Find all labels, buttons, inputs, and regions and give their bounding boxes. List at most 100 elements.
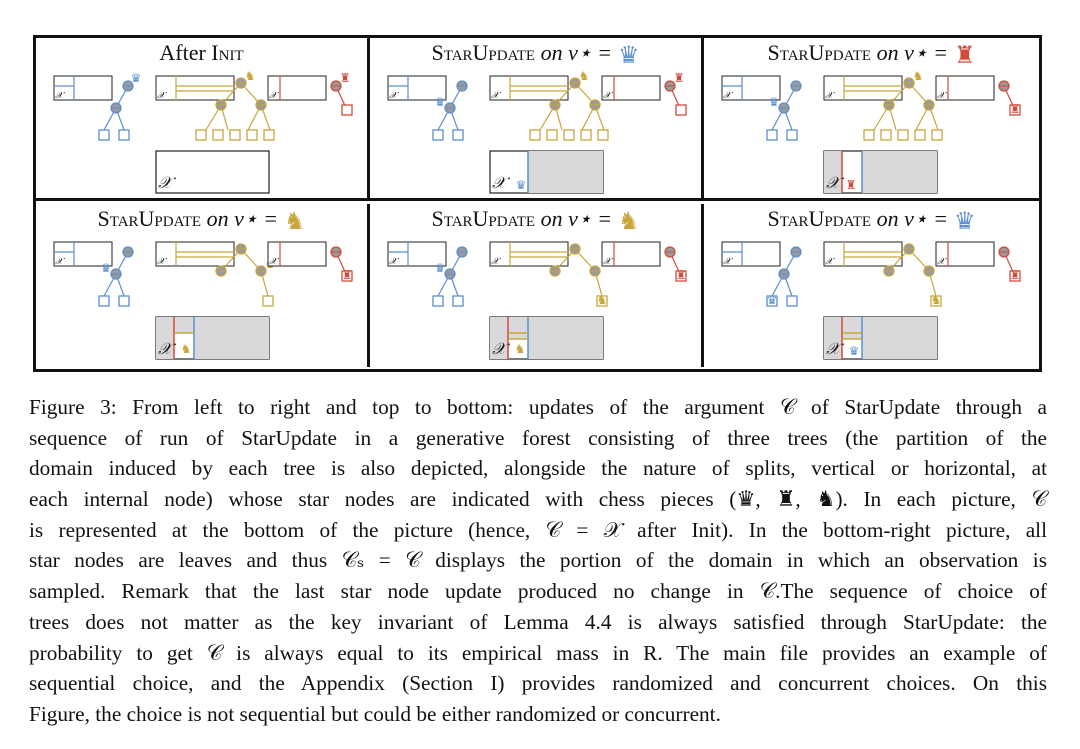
panel-title-suffix: on ν⋆ = [871,206,948,231]
caption-line: star nodes are leaves and thus 𝒞ₛ = 𝒞 di… [29,548,1047,573]
gold-partition [489,241,569,267]
gold-partition [489,75,569,101]
panel-title-function: StarUpdate [431,40,536,65]
panel-title: StarUpdate on ν⋆ =♛ [370,40,701,68]
knight-icon: ♞ [579,69,590,83]
figure-panel: StarUpdate on ν⋆ =♛𝒳♛𝒳♞𝒳♜♛𝒳 [704,204,1039,367]
red-leaf [1009,104,1021,116]
c-excluded-region [824,151,842,193]
panel-title-function: StarUpdate [767,206,872,231]
panel-diagram: 𝒳♛𝒳♞𝒳♜♛𝒳 [721,241,1021,360]
c-excluded-region [862,317,937,359]
rook-icon: ♜ [674,71,685,85]
domain-symbol: 𝒳 [825,91,836,101]
gold-leaf [596,295,608,307]
domain-symbol: 𝒳 [723,257,734,267]
panel-title-suffix: on ν⋆ = [535,40,612,65]
panel-diagram: 𝒳♛𝒳♞𝒳♜♞𝒳 [53,241,353,360]
red-partition [267,241,327,267]
c-representation [155,150,270,194]
domain-symbol: 𝒳 [491,91,502,101]
gold-leaf [931,129,943,141]
panel-diagram: 𝒳♛𝒳♞𝒳♜♞𝒳 [387,241,687,360]
blue-partition [721,241,781,267]
blue-leaf [432,129,444,141]
c-excluded-region [156,317,174,359]
caption-line: sequence of run of StarUpdate in a gener… [29,425,1047,450]
panel-diagram: 𝒳♛𝒳♞𝒳♜𝒳 [53,69,353,194]
rook-icon: ♜ [1010,268,1021,282]
panel-diagram: 𝒳♛𝒳♞𝒳♜♛𝒳 [387,69,687,194]
panel-title-suffix: on ν⋆ = [201,206,278,231]
c-excluded-region [528,151,603,193]
rook-icon: ♜ [676,268,687,282]
domain-symbol: 𝒳 [937,91,948,101]
queen-icon: ♛ [769,95,780,109]
knight-icon: ♞ [597,293,608,307]
rook-icon: ♜ [340,71,351,85]
red-leaf [1009,270,1021,282]
caption-line: Figure, the choice is not sequential but… [29,701,721,726]
domain-symbol: 𝒳 [55,91,66,101]
panel-title: StarUpdate on ν⋆ =♛ [704,206,1039,234]
domain-symbol: 𝒳 [937,257,948,267]
knight-icon: ♞ [931,293,942,307]
blue-partition [387,241,447,267]
blue-leaf [766,295,778,307]
red-partition [601,241,661,267]
queen-icon: ♛ [435,261,446,275]
panel-title-suffix: on ν⋆ = [871,40,948,65]
gold-leaf [597,129,609,141]
queen-icon: ♛ [435,95,446,109]
knight-icon: ♞ [181,342,192,356]
figure-caption: Figure 3: From left to right and top to … [29,392,1047,730]
gold-leaf [529,129,541,141]
caption-line: probability to get 𝒞 is always equal to … [29,640,1047,665]
blue-leaf [786,295,798,307]
gold-leaf [930,295,942,307]
domain-symbol: 𝒳 [269,257,280,267]
domain-symbol: 𝒳 [269,91,280,101]
panel-title: After Init [36,40,367,66]
panel-title-function: Init [211,40,244,65]
figure-panel: StarUpdate on ν⋆ =♜𝒳♛𝒳♞𝒳♜♜𝒳 [704,38,1039,201]
domain-symbol: 𝒳 [603,257,614,267]
panel-title-function: StarUpdate [97,206,202,231]
blue-leaf [98,295,110,307]
domain-symbol: 𝒳 [157,257,168,267]
gold-partition [155,241,235,267]
knight-icon: ♞ [245,69,256,83]
figure-panel: StarUpdate on ν⋆ =♞𝒳♛𝒳♞𝒳♜♞𝒳 [36,204,370,367]
red-leaf [675,104,687,116]
red-partition [935,75,995,101]
domain-symbol: 𝒳 [825,257,836,267]
figure-panel: StarUpdate on ν⋆ =♛𝒳♛𝒳♞𝒳♜♛𝒳 [370,38,704,201]
c-excluded-region [862,151,937,193]
panel-title-function: StarUpdate [431,206,536,231]
domain-symbol: 𝒳 [603,91,614,101]
c-excluded-region [824,317,842,359]
caption-line: domain induced by each tree is also depi… [29,456,1047,481]
blue-leaf [452,129,464,141]
gold-leaf [914,129,926,141]
red-leaf [341,104,353,116]
gold-leaf [212,129,224,141]
c-excluded-region [490,317,508,359]
panel-title-function: StarUpdate [767,40,872,65]
c-excluded-region [842,317,862,339]
blue-leaf [118,295,130,307]
gold-leaf [246,129,258,141]
queen-icon: ♛ [516,178,527,192]
blue-partition [387,75,447,101]
gold-leaf [863,129,875,141]
domain-symbol: 𝒳 [723,91,734,101]
c-excluded-region [528,317,603,359]
rook-icon: ♜ [1010,102,1021,116]
gold-leaf [880,129,892,141]
knight-icon: ♞ [913,69,924,83]
domain-symbol: 𝒳 [157,91,168,101]
queen-icon: ♛ [101,261,112,275]
gold-leaf [897,129,909,141]
